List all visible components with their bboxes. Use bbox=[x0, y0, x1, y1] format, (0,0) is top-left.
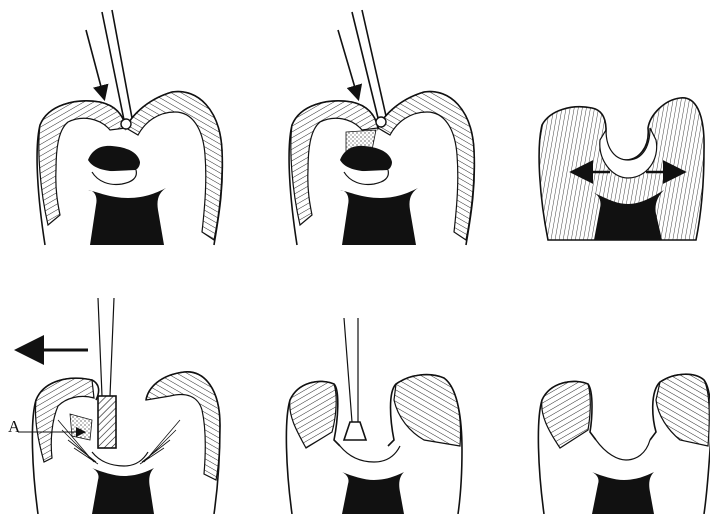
chisel-tip bbox=[376, 117, 386, 127]
pulp-chamber bbox=[92, 468, 154, 514]
enamel-left bbox=[542, 381, 591, 448]
enamel-right bbox=[394, 375, 460, 446]
fissure-bur-head bbox=[98, 396, 116, 448]
enamel-right bbox=[656, 374, 709, 446]
panel-3-enamel-fracture bbox=[539, 98, 704, 240]
chisel-tip bbox=[121, 119, 131, 129]
cavity-floor bbox=[344, 170, 388, 185]
cavity-floor bbox=[92, 170, 136, 185]
enamel-right bbox=[146, 372, 220, 480]
force-arrow bbox=[86, 30, 104, 98]
label-a: A bbox=[8, 417, 21, 436]
dentin-lines-right bbox=[140, 420, 180, 464]
pulp-chamber bbox=[342, 472, 404, 514]
caries-lesion bbox=[88, 146, 140, 173]
panel-1-chisel-caries bbox=[37, 10, 222, 245]
chisel-instrument bbox=[352, 10, 386, 118]
force-arrow bbox=[338, 30, 358, 98]
undermined-enamel bbox=[70, 414, 92, 440]
cavity-floor bbox=[92, 452, 148, 466]
pulp-chamber bbox=[340, 188, 418, 245]
enamel-left bbox=[290, 381, 336, 448]
cavity-floor bbox=[596, 440, 650, 460]
panel-5-inverted-cone-bur bbox=[286, 318, 462, 514]
panel-2-chisel-fracture bbox=[289, 10, 474, 245]
caries-lesion bbox=[340, 146, 392, 173]
bur-shank bbox=[98, 298, 114, 396]
pulp-chamber bbox=[88, 188, 166, 245]
panel-4-fissure-bur: A bbox=[8, 298, 220, 514]
bur-shank bbox=[344, 318, 358, 422]
inverted-cone-bur-head bbox=[344, 422, 366, 440]
panel-6-finished-cavity bbox=[538, 374, 710, 514]
cavity-floor bbox=[340, 446, 400, 462]
pulp-chamber bbox=[592, 472, 654, 514]
